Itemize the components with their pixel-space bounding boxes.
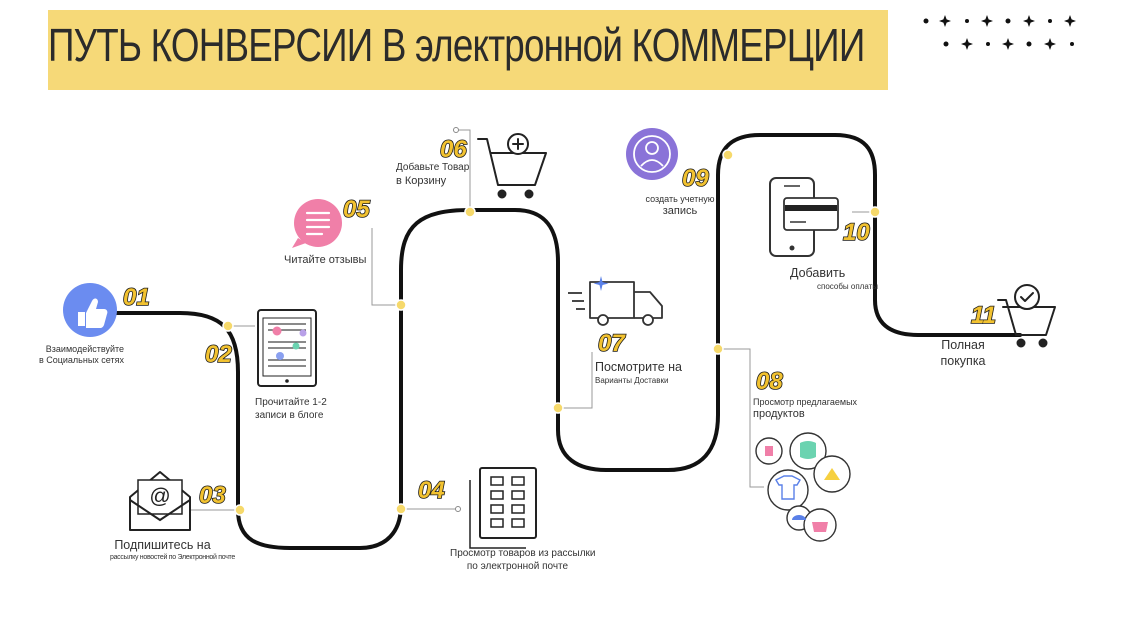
review-chat-icon (292, 199, 342, 248)
step-number: 09 (682, 165, 709, 192)
step-05-label: Читайте отзывы (284, 254, 367, 266)
step-numbers: 01 02 03 04 05 06 07 08 09 10 11 (122, 135, 997, 510)
user-account-icon (626, 128, 678, 180)
step-03-label: Подпишитесь на рассылку новостей по Элек… (110, 538, 235, 561)
journey-path (110, 133, 1022, 550)
step-number: 06 (440, 136, 467, 163)
page-title: ПУТЬ КОНВЕРСИИ В электронной КОММЕРЦИИ (48, 19, 865, 71)
cart-add-icon (477, 133, 547, 199)
cart-check-icon (997, 284, 1056, 348)
step-number: 02 (205, 341, 232, 368)
step-number: 05 (343, 196, 370, 223)
step-number: 07 (598, 330, 626, 357)
phone-card-icon (769, 177, 839, 257)
step-number: 01 (123, 284, 150, 311)
step-number: 10 (843, 219, 870, 246)
step-number: 04 (418, 477, 445, 504)
product-grid-icon (469, 467, 537, 549)
step-number: 08 (756, 368, 783, 395)
svg-text:@: @ (149, 485, 170, 508)
title-banner: ПУТЬ КОНВЕРСИИ В электронной КОММЕРЦИИ (48, 10, 888, 90)
step-number: 11 (971, 302, 996, 329)
connector-lines (190, 129, 875, 511)
path-dots (222, 127, 881, 516)
decorative-stars-icon (923, 15, 1076, 50)
step-number: 03 (199, 482, 226, 509)
product-circles-icon (755, 432, 851, 542)
email-envelope-icon: @ (129, 471, 191, 531)
tablet-blog-icon (257, 309, 317, 387)
delivery-truck-icon (568, 276, 663, 326)
thumbs-up-icon (63, 283, 117, 337)
